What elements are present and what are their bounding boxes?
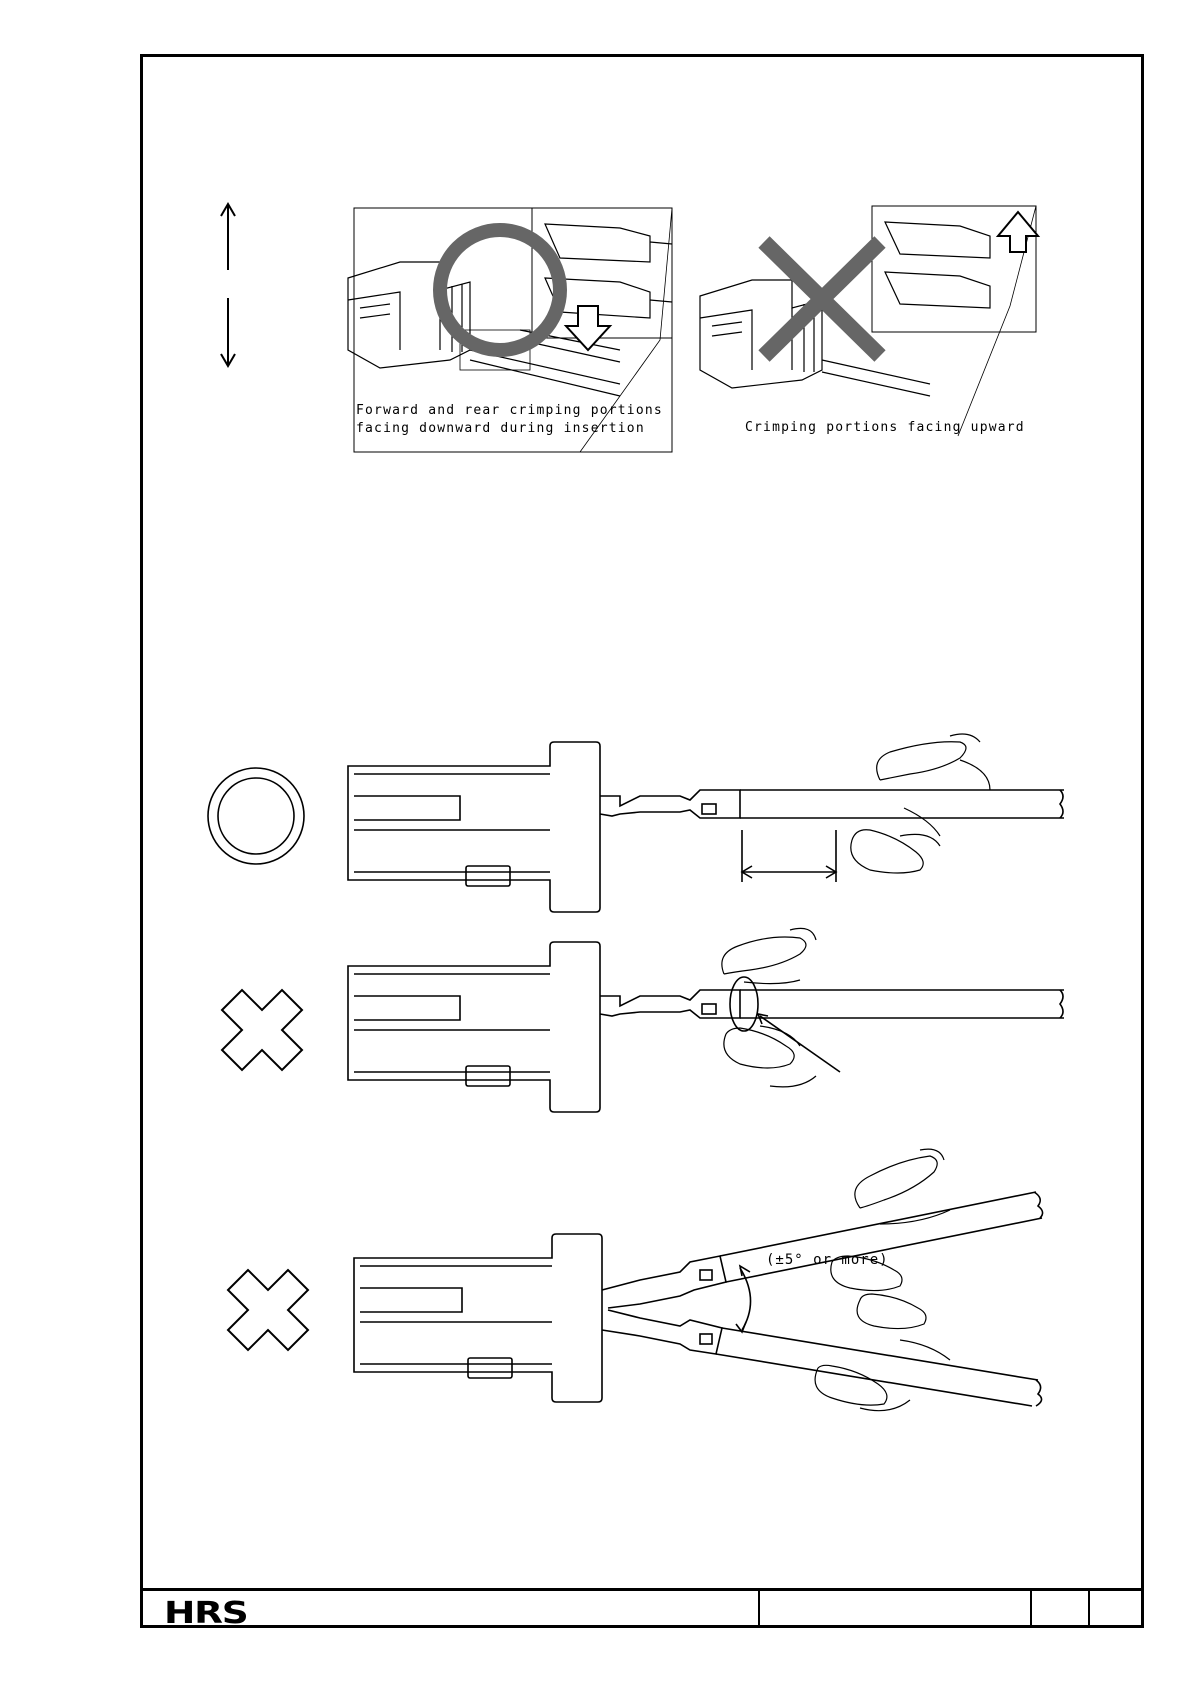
figure-angled-pull-ng: [228, 1149, 1043, 1411]
caption-correct-line2: facing downward during insertion: [356, 420, 663, 438]
title-block-cell-drawing-no: [758, 1591, 1030, 1628]
title-block-cell-rev: [1088, 1591, 1141, 1628]
caption-correct-insertion: Forward and rear crimping portions facin…: [356, 402, 663, 438]
title-block-cell-sheet: [1030, 1591, 1088, 1628]
hrs-logo: HRS: [164, 1596, 248, 1631]
vertical-direction-arrows: [221, 204, 235, 366]
title-block: HRS: [140, 1588, 1144, 1628]
figure-straight-pull-ok: [208, 734, 1064, 912]
figure-pull-at-crimp-ng: [222, 928, 1064, 1112]
figure-wrong-insertion: [700, 206, 1038, 436]
caption-wrong-line: Crimping portions facing upward: [745, 419, 1025, 437]
caption-wrong-insertion: Crimping portions facing upward: [745, 419, 1025, 437]
angle-label: (±5° or more): [766, 1252, 889, 1268]
caption-correct-line1: Forward and rear crimping portions: [356, 402, 663, 420]
